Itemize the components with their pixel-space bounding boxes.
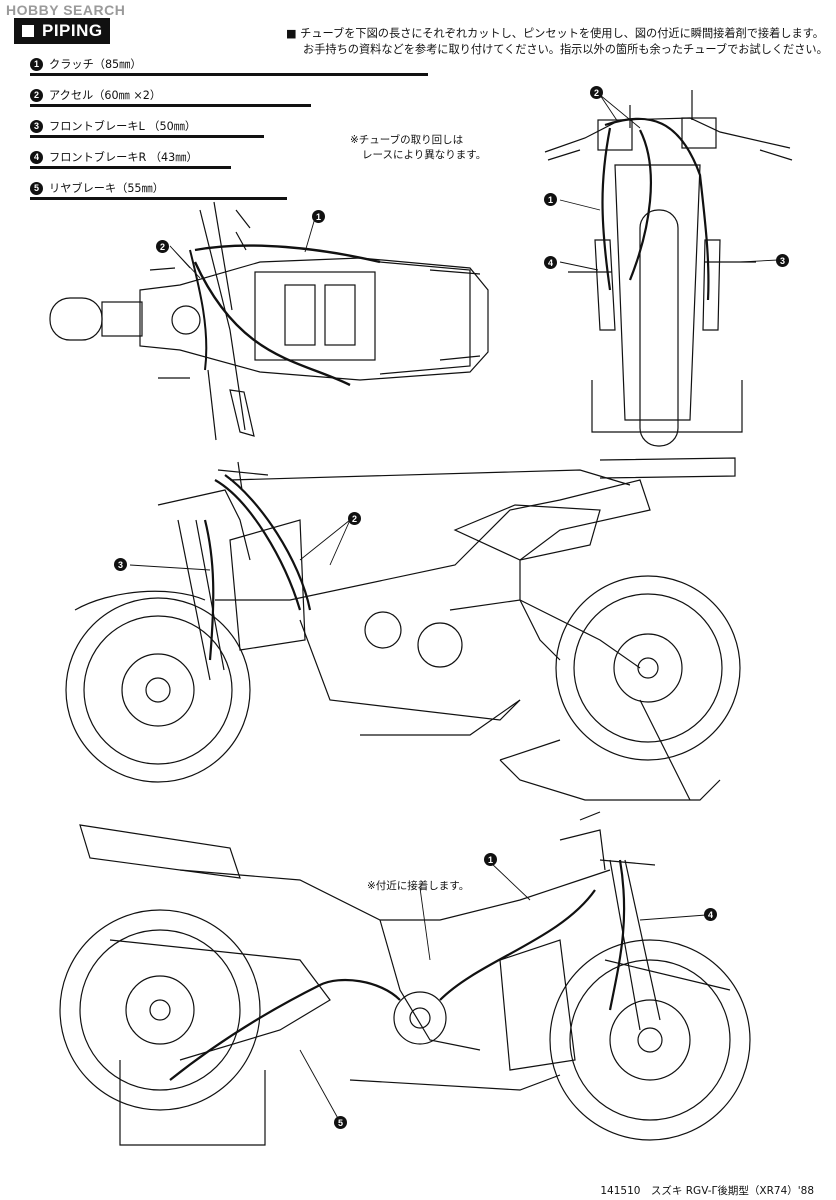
front-view-illustration [544,90,793,447]
watermark: HOBBY SEARCH [6,2,126,18]
legend-item-clutch: 1 クラッチ（85㎜） [30,56,428,87]
callout-1-left: 1 [484,853,497,866]
legend-label: フロントブレーキR （43㎜） [49,151,198,164]
square-bullet-icon: ■ [286,27,301,40]
legend-label: アクセル（60㎜ ×2） [49,89,162,102]
callout-4-left: 4 [704,908,717,921]
tube-legend: 1 クラッチ（85㎜） 2 アクセル（60㎜ ×2） 3 フロントブレーキL （50㎜… [30,56,428,211]
legend-label: フロントブレーキL （50㎜） [49,120,197,133]
callout-3-front: 3 [776,254,789,267]
top-view-illustration [49,201,489,441]
callout-leaders [129,94,779,1123]
right-side-illustration [65,457,741,801]
glue-note: ※付近に接着します。 [367,880,470,892]
square-icon [22,25,34,37]
callout-5-left: 5 [334,1116,347,1129]
legend-item-accel: 2 アクセル（60㎜ ×2） [30,87,311,118]
callout-2-front: 2 [590,86,603,99]
legend-label: リヤブレーキ（55㎜） [49,182,164,195]
callout-2-right: 2 [348,512,361,525]
tube-length-bar [30,104,311,107]
footer-product-code: 141510 スズキ RGV-Γ後期型（XR74）'88 [600,1185,814,1197]
route-note: ※チューブの取り回しは レースにより異なります。 [350,134,487,161]
number-badge: 2 [30,88,43,102]
callout-1-front: 1 [544,193,557,206]
legend-item-front-brake-r: 4 フロントブレーキR （43㎜） [30,149,231,180]
tube-length-bar [30,135,264,138]
callout-4-front: 4 [544,256,557,269]
instructions: ■ チューブを下図の長さにそれぞれカットし、ピンセットを使用し、図の付近に瞬間接… [286,26,828,58]
callout-2-top: 2 [156,240,169,253]
legend-item-rear-brake: 5 リヤブレーキ（55㎜） [30,180,287,211]
callout-3-right: 3 [114,558,127,571]
instruction-line-1: チューブを下図の長さにそれぞれカットし、ピンセットを使用し、図の付近に瞬間接着剤… [300,27,824,40]
legend-item-front-brake-l: 3 フロントブレーキL （50㎜） [30,118,264,149]
instruction-line-2: お手持ちの資料などを参考に取り付けてください。指示以外の箇所も余ったチューブでお… [303,43,828,56]
section-header: PIPING [14,18,110,44]
section-title: PIPING [42,21,103,40]
tube-length-bar [30,73,428,76]
number-badge: 1 [30,57,43,71]
legend-label: クラッチ（85㎜） [49,58,142,71]
tube-length-bar [30,166,231,169]
left-side-illustration [59,811,751,1146]
callout-1-top: 1 [312,210,325,223]
number-badge: 5 [30,181,43,195]
number-badge: 3 [30,119,43,133]
number-badge: 4 [30,150,43,164]
tube-length-bar [30,197,287,200]
